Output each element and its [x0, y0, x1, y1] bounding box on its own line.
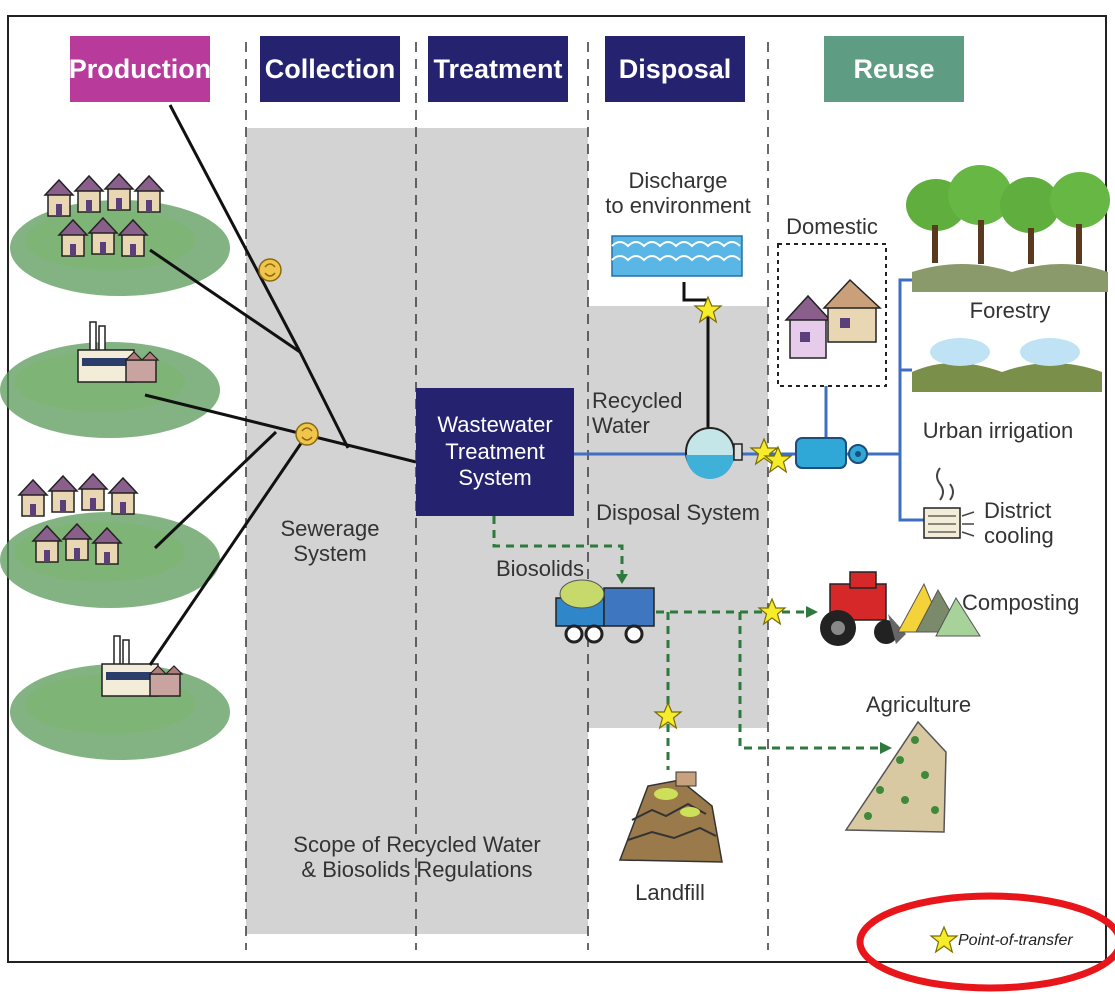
- urban-irrigation-label: Urban irrigation: [922, 418, 1074, 443]
- collection-header-box: [260, 36, 400, 102]
- field-icon: [844, 720, 947, 833]
- sewer-coupler-icon: [258, 258, 282, 282]
- sewer-coupler-icon-2: [295, 422, 319, 446]
- legend-star-icon: [930, 926, 958, 953]
- agriculture-label: Agriculture: [866, 692, 972, 717]
- disposal-system-label: Disposal System: [596, 500, 760, 525]
- biosolids-line: [492, 516, 880, 770]
- column-dividers: [245, 42, 769, 950]
- domestic-label: Domestic: [786, 214, 878, 239]
- reuse-header-box: [824, 36, 964, 102]
- sewer-lines: [144, 104, 417, 666]
- factory-top: [0, 321, 220, 438]
- disposal-header-box: [605, 36, 745, 102]
- pump-icon: [795, 437, 868, 469]
- tree-icon: [906, 165, 1110, 292]
- landfill-icon: [618, 771, 723, 863]
- factory-bottom: [10, 635, 230, 760]
- residential-area-bottom: [0, 473, 220, 608]
- truck-icon: [555, 579, 655, 644]
- domestic-houses-icon: [784, 278, 882, 359]
- production-header: Production: [68, 53, 212, 84]
- biosolids-label: Biosolids: [496, 556, 585, 581]
- compost-pile-icon: [897, 582, 981, 637]
- legend-highlight-ellipse: [856, 892, 1115, 992]
- regulation-scope-label: Scope of Recycled Water& Biosolids Regul…: [293, 832, 541, 883]
- residential-area-top: [10, 173, 230, 296]
- composting-label: Composting: [962, 590, 1080, 615]
- treatment-header: Treatment: [433, 53, 563, 84]
- reuse-header: Reuse: [853, 53, 935, 84]
- treatment-header-box: [428, 36, 568, 102]
- regulation-scope-area: [246, 128, 768, 934]
- diagram-frame: [7, 15, 1107, 963]
- landfill-label: Landfill: [635, 880, 705, 905]
- production-header-box: [70, 36, 210, 102]
- chiller-icon: [923, 467, 975, 539]
- tank-icon: [685, 427, 743, 479]
- tractor-icon: [820, 571, 906, 646]
- disposal-header: Disposal: [618, 53, 732, 84]
- water-body-icon: [611, 235, 743, 277]
- collection-header: Collection: [264, 53, 396, 84]
- forestry-label: Forestry: [969, 298, 1051, 323]
- legend-point-of-transfer-label: Point-of-transfer: [958, 932, 1073, 949]
- sprinkler-icon: [912, 338, 1102, 392]
